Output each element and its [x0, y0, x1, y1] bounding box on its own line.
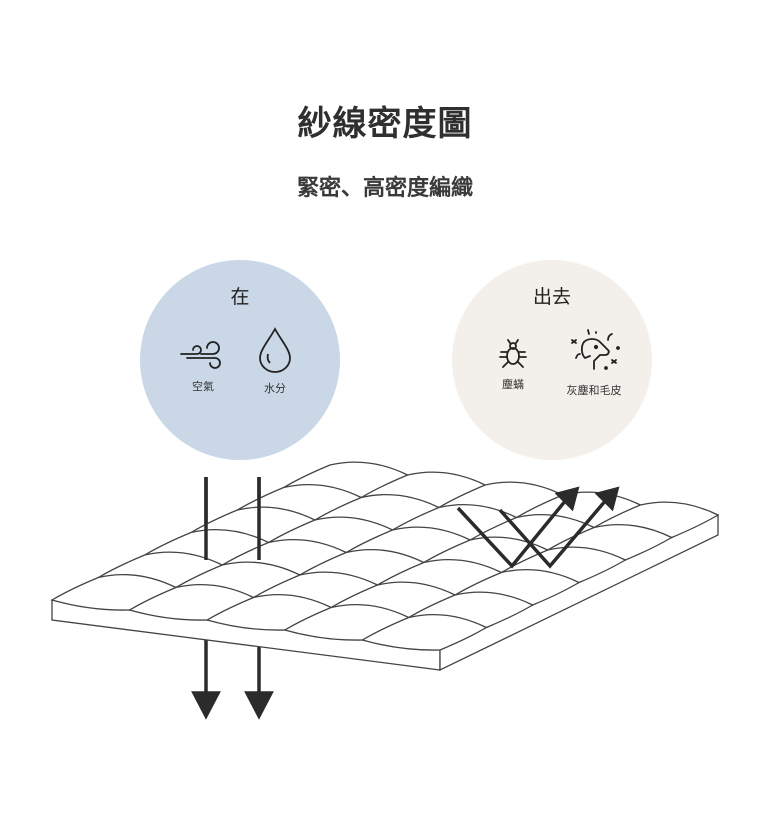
dust-mite-icon — [499, 339, 527, 368]
subtitle: 緊密、高密度編織 — [296, 176, 473, 201]
dander-label: 灰塵和毛皮 — [566, 384, 622, 397]
bounce-arrows — [456, 486, 620, 569]
page-title: 紗線密度圖 — [297, 104, 473, 144]
quilt-cell — [360, 613, 488, 651]
water-label: 水分 — [264, 382, 286, 395]
out-circle: 出去 塵蟎 灰塵和毛皮 — [452, 260, 652, 460]
in-circle: 在 空氣 水分 — [140, 260, 340, 460]
mite-item: 塵蟎 — [488, 338, 538, 392]
air-item: 空氣 — [178, 338, 228, 394]
quilted-fabric — [50, 461, 720, 672]
down-arrows-top — [204, 477, 261, 560]
water-drop-icon — [259, 327, 291, 373]
out-title: 出去 — [532, 286, 571, 308]
wind-icon — [180, 341, 221, 369]
in-title: 在 — [230, 286, 250, 308]
dog-dander-icon — [571, 329, 620, 370]
air-label: 空氣 — [192, 380, 214, 393]
water-item: 水分 — [250, 326, 300, 396]
dander-item: 灰塵和毛皮 — [556, 326, 632, 398]
mite-label: 塵蟎 — [502, 378, 524, 391]
